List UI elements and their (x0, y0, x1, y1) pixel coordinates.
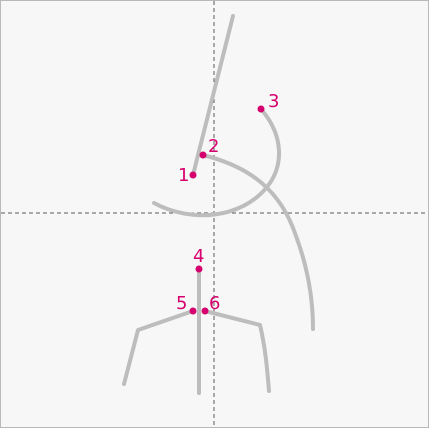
point-label-6: 6 (209, 293, 220, 314)
stroke-start-point-1 (189, 171, 197, 179)
stroke-lower-right (203, 309, 271, 393)
stroke-long-sweep (201, 153, 315, 331)
point-label-5: 5 (176, 293, 187, 314)
stroke-start-point-2 (199, 151, 207, 159)
point-label-1: 1 (178, 165, 189, 186)
stroke-start-point-4 (195, 265, 203, 273)
stroke-start-point-6 (201, 307, 209, 315)
point-label-3: 3 (268, 91, 279, 112)
stroke-left-slant (191, 14, 235, 177)
point-label-4: 4 (193, 246, 204, 267)
stroke-hook-curve (152, 107, 281, 218)
point-label-2: 2 (208, 136, 219, 157)
stroke-start-point-3 (257, 105, 265, 113)
stroke-start-point-5 (189, 307, 197, 315)
stroke-lower-left (122, 309, 195, 386)
